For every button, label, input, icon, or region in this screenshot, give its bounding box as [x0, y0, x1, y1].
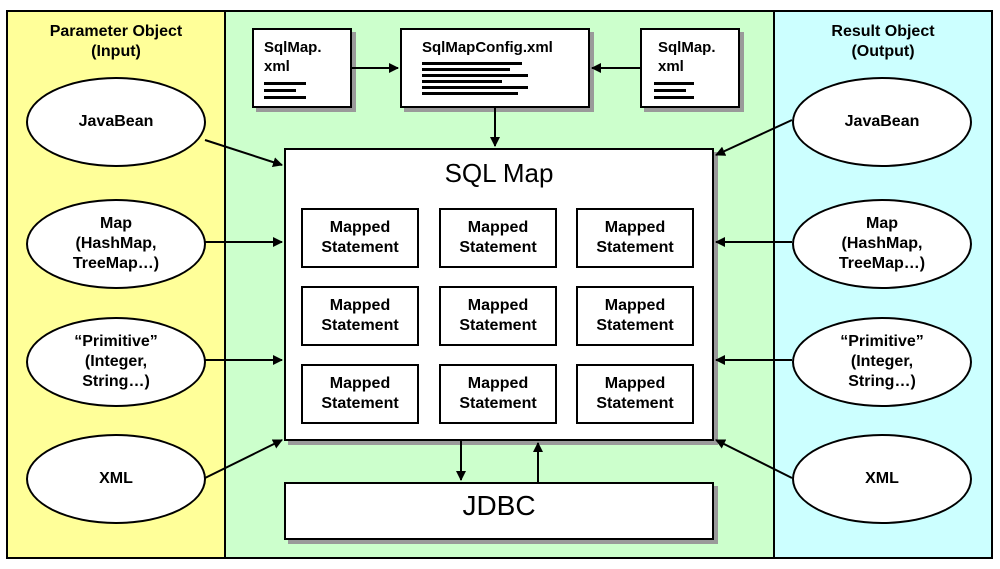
sqlmapconfig-box: SqlMapConfig.xml: [400, 28, 590, 108]
output-panel-title: Result Object (Output): [775, 22, 991, 62]
sql-map-title: SQL Map: [444, 158, 554, 188]
jdbc-label: JDBC: [462, 490, 536, 521]
input-xml: XML: [26, 434, 206, 524]
input-map-line3: TreeMap…): [72, 255, 160, 272]
output-javabean: JavaBean: [792, 77, 972, 167]
text-line: [422, 68, 510, 71]
output-xml-label: XML: [865, 470, 899, 487]
sqlmap-xml-left-box: SqlMap. xml: [252, 28, 352, 108]
output-map: Map (HashMap, TreeMap…): [792, 199, 972, 289]
sqlmapconfig-title: SqlMapConfig.xml: [422, 39, 553, 56]
sqlmap-xml-right-line1: SqlMap.: [658, 39, 716, 56]
input-primitive: “Primitive” (Integer, String…): [26, 317, 206, 407]
input-javabean: JavaBean: [26, 77, 206, 167]
input-xml-label: XML: [99, 470, 133, 487]
output-map-line3: TreeMap…): [838, 255, 926, 272]
output-map-line2: (HashMap,: [841, 235, 923, 252]
text-line: [422, 74, 528, 77]
jdbc-box: JDBC: [284, 482, 714, 540]
input-map-line1: Map: [100, 215, 132, 232]
input-primitive-line1: “Primitive”: [74, 333, 158, 350]
text-line: [422, 80, 502, 83]
text-line: [422, 92, 518, 95]
text-line: [422, 62, 522, 65]
input-panel-title-line1: Parameter Object: [49, 23, 183, 40]
input-primitive-line2: (Integer,: [84, 353, 148, 370]
sqlmap-xml-left-title: SqlMap. xml: [264, 38, 322, 76]
text-line: [264, 82, 306, 85]
output-primitive-line3: String…): [848, 373, 916, 390]
output-map-line1: Map: [866, 215, 898, 232]
sqlmap-xml-left-line1: SqlMap.: [264, 39, 322, 56]
output-primitive: “Primitive” (Integer, String…): [792, 317, 972, 407]
input-javabean-label: JavaBean: [78, 113, 154, 130]
output-javabean-label: JavaBean: [844, 113, 920, 130]
sqlmap-xml-left-line2: xml: [264, 58, 290, 75]
text-line: [654, 96, 694, 99]
output-primitive-line1: “Primitive”: [840, 333, 924, 350]
text-line: [264, 96, 306, 99]
output-primitive-line2: (Integer,: [850, 353, 914, 370]
input-map-line2: (HashMap,: [75, 235, 157, 252]
text-line: [654, 89, 686, 92]
text-line: [264, 89, 296, 92]
output-panel-title-line2: (Output): [851, 43, 915, 60]
output-panel-title-line1: Result Object: [831, 23, 935, 40]
sqlmap-xml-right-box: SqlMap. xml: [640, 28, 740, 108]
input-map: Map (HashMap, TreeMap…): [26, 199, 206, 289]
input-panel-title-line2: (Input): [91, 43, 141, 60]
output-xml: XML: [792, 434, 972, 524]
input-panel-title: Parameter Object (Input): [8, 22, 224, 62]
text-line: [422, 86, 528, 89]
input-primitive-line3: String…): [82, 373, 150, 390]
text-line: [654, 82, 694, 85]
sqlmap-xml-right-title: SqlMap. xml: [658, 38, 716, 76]
sqlmap-xml-right-line2: xml: [658, 58, 684, 75]
